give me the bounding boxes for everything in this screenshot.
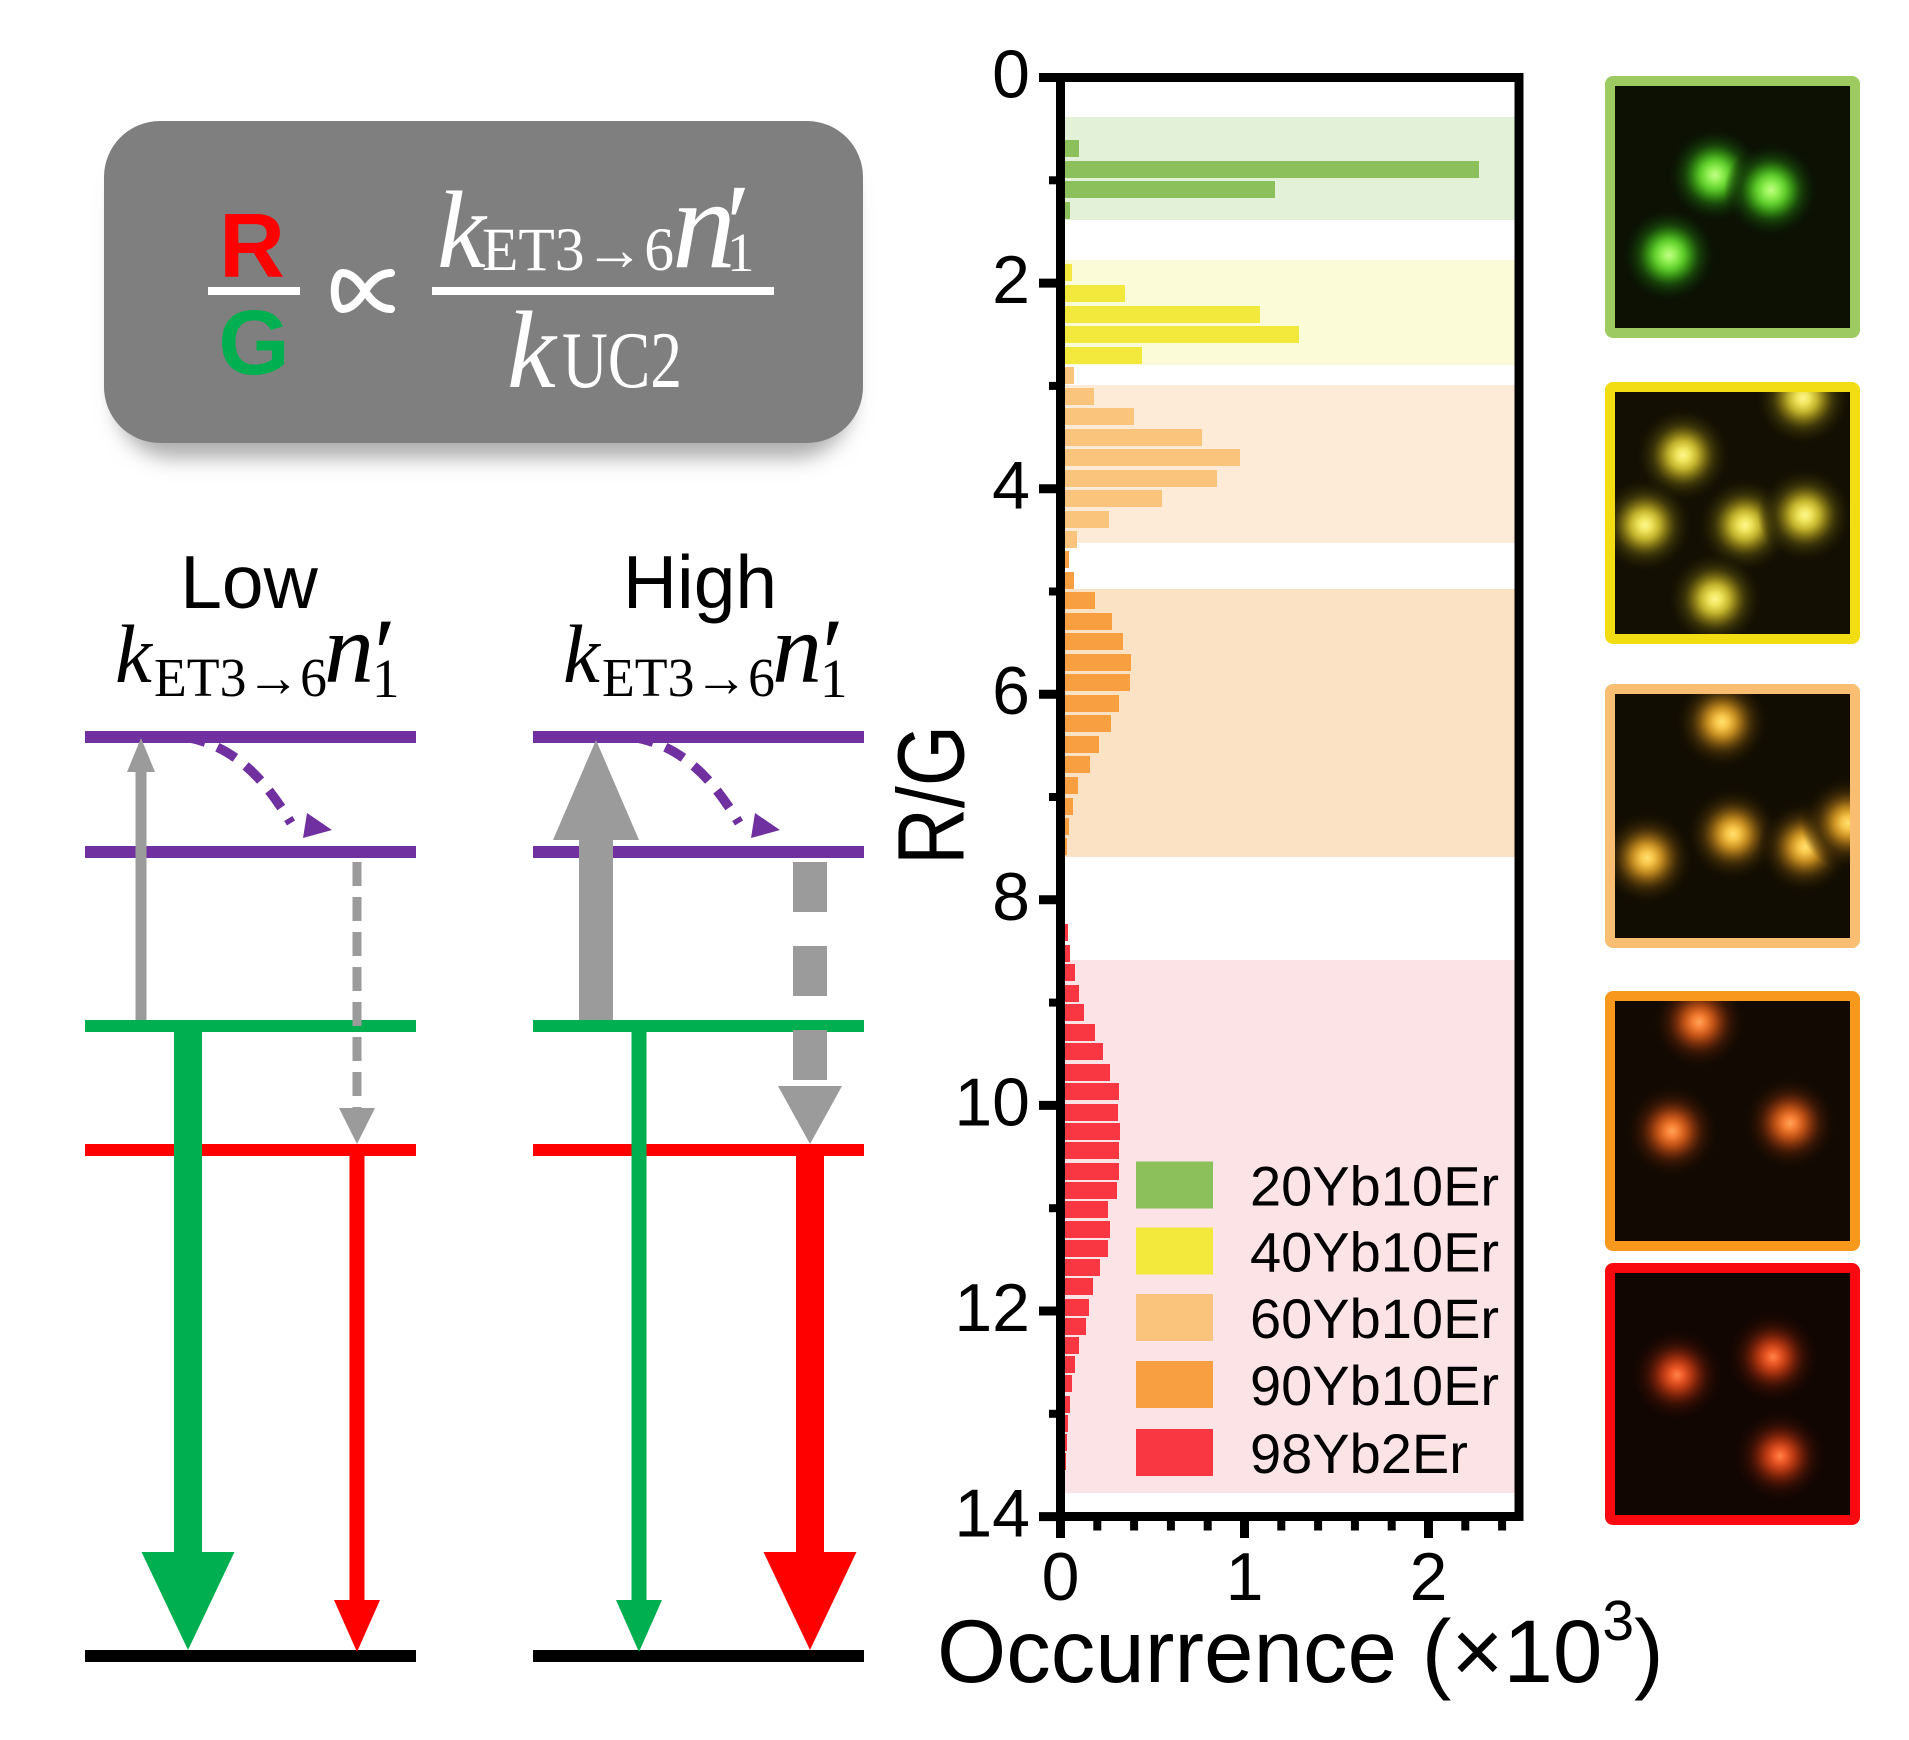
svg-text:14: 14 (954, 1476, 1030, 1552)
svg-text:8: 8 (992, 859, 1030, 935)
svg-text:2: 2 (1410, 1539, 1448, 1615)
svg-text:40Yb10Er: 40Yb10Er (1250, 1221, 1499, 1284)
svg-text:k: k (437, 169, 488, 291)
svg-text:ET3→6: ET3→6 (154, 647, 327, 708)
svg-text:1: 1 (1226, 1539, 1264, 1615)
svg-text:98Yb2Er: 98Yb2Er (1250, 1422, 1468, 1485)
svg-text:ET3→6: ET3→6 (602, 647, 775, 708)
svg-text:n: n (672, 153, 736, 295)
svg-text:Low: Low (180, 540, 318, 624)
svg-text:′: ′ (822, 598, 844, 709)
svg-text:k: k (115, 608, 154, 700)
svg-text:90Yb10Er: 90Yb10Er (1250, 1354, 1499, 1417)
svg-text:G: G (218, 292, 290, 394)
svg-text:0: 0 (1042, 1539, 1080, 1615)
svg-text:n: n (772, 593, 822, 704)
svg-text:0: 0 (992, 37, 1030, 113)
svg-text:1: 1 (727, 222, 755, 283)
svg-text:Occurrence (×103): Occurrence (×103) (937, 1589, 1664, 1701)
svg-text:n: n (324, 593, 374, 704)
svg-text:12: 12 (954, 1270, 1030, 1346)
svg-text:UC2: UC2 (562, 317, 682, 405)
svg-text:′: ′ (374, 598, 396, 709)
svg-text:4: 4 (992, 448, 1030, 524)
svg-text:High: High (623, 540, 777, 624)
svg-text:10: 10 (954, 1064, 1030, 1140)
svg-text:20Yb10Er: 20Yb10Er (1250, 1155, 1499, 1218)
svg-text:1: 1 (820, 648, 848, 709)
svg-text:ET3→6: ET3→6 (482, 217, 674, 284)
svg-text:R/G: R/G (879, 725, 985, 865)
svg-text:R: R (219, 196, 285, 297)
svg-text:60Yb10Er: 60Yb10Er (1250, 1287, 1499, 1350)
svg-text:′: ′ (726, 162, 751, 287)
svg-text:6: 6 (992, 653, 1030, 729)
svg-text:k: k (563, 608, 602, 700)
svg-text:1: 1 (372, 648, 400, 709)
svg-text:2: 2 (992, 242, 1030, 318)
svg-text:k: k (507, 289, 558, 411)
